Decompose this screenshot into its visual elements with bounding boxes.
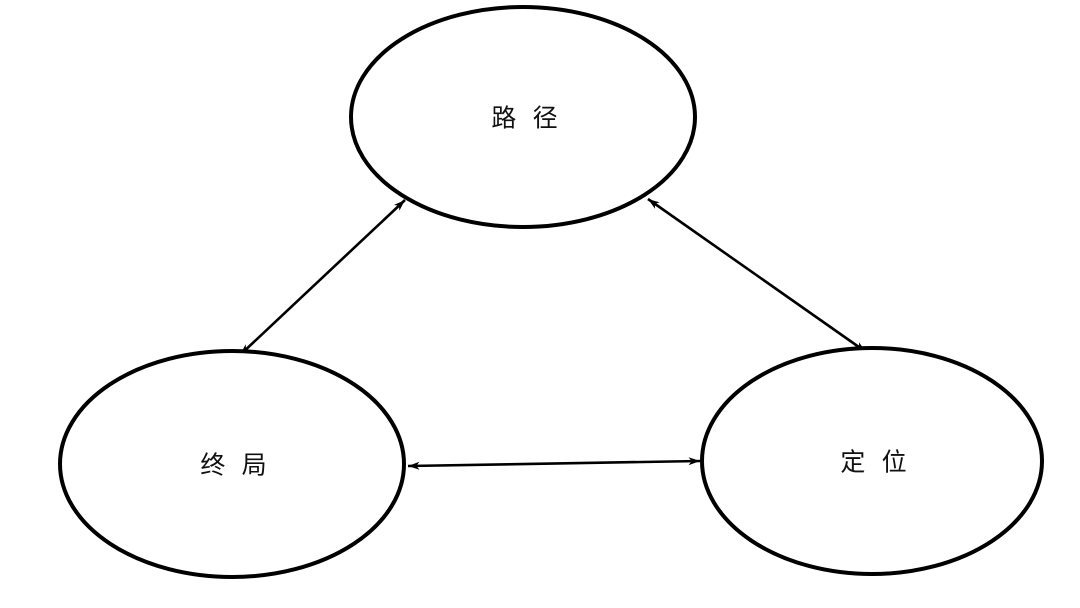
edge-path-positioning[interactable] bbox=[647, 197, 867, 354]
node-endgame-label: 终 局 bbox=[200, 452, 271, 480]
node-positioning[interactable]: 定 位 bbox=[700, 346, 1044, 576]
node-path-label: 路 径 bbox=[491, 105, 562, 133]
edges-group bbox=[239, 197, 867, 470]
node-positioning-ellipse[interactable] bbox=[700, 346, 1044, 576]
edge-endgame-path[interactable] bbox=[239, 199, 406, 356]
edge-endgame-positioning[interactable] bbox=[407, 457, 701, 470]
node-endgame-ellipse[interactable] bbox=[58, 349, 406, 579]
node-path[interactable]: 路 径 bbox=[349, 5, 697, 229]
node-endgame[interactable]: 终 局 bbox=[58, 349, 406, 579]
node-path-ellipse[interactable] bbox=[349, 5, 697, 229]
node-positioning-label: 定 位 bbox=[840, 449, 911, 477]
